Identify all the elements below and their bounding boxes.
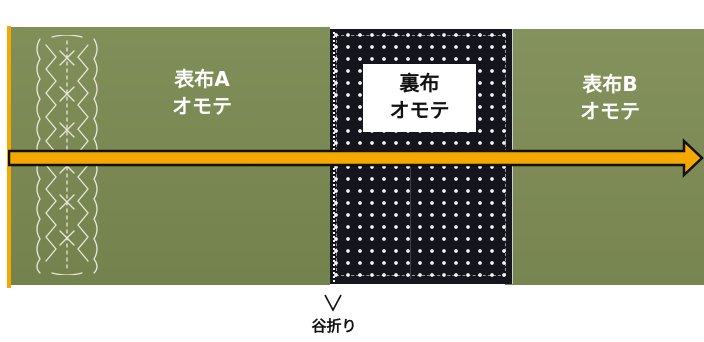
lining-label-line2: オモテ bbox=[389, 98, 450, 122]
lining-label-box: 裏布 オモテ bbox=[363, 64, 476, 132]
outer-fabric-b-label: 表布B オモテ bbox=[580, 72, 640, 123]
valley-fold-symbol bbox=[324, 294, 342, 312]
direction-arrow bbox=[8, 138, 704, 178]
lining-fold-crease bbox=[410, 149, 411, 279]
lining-label-line1: 裏布 bbox=[399, 71, 440, 95]
valley-fold-label: 谷折り bbox=[311, 317, 357, 335]
outer-fabric-a-label: 表布A オモテ bbox=[172, 67, 232, 118]
